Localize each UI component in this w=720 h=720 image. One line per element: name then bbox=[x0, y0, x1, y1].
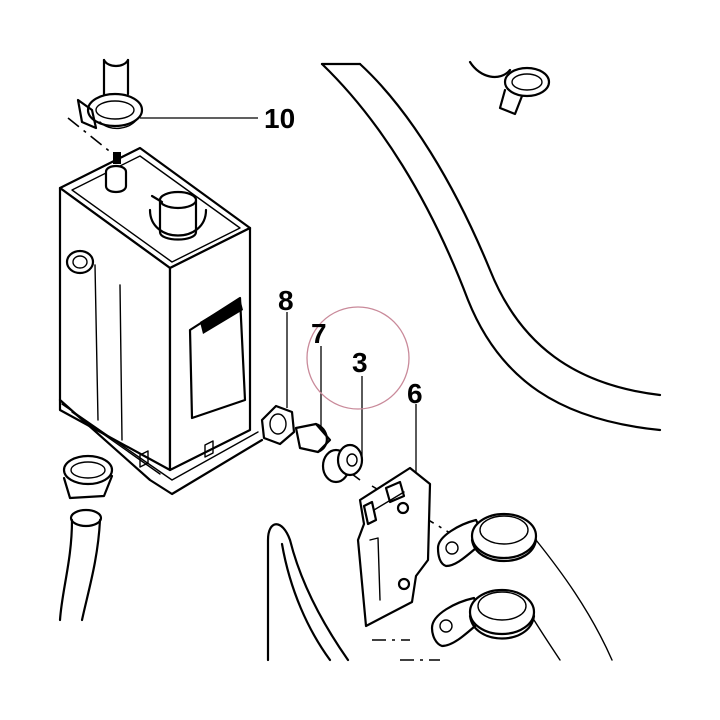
p-clamp-lower bbox=[430, 588, 561, 661]
callout-part-3: 3 bbox=[352, 347, 368, 378]
p-clamp-upper bbox=[436, 512, 613, 661]
callout-part-6: 6 bbox=[407, 378, 423, 409]
mounting-bracket bbox=[356, 466, 432, 628]
highlight-circle bbox=[306, 306, 410, 410]
bottom-hose-with-clamp bbox=[58, 454, 114, 622]
body-panel-outline bbox=[320, 62, 662, 432]
top-right-hose-clamp bbox=[468, 60, 551, 116]
leader-lines bbox=[140, 117, 417, 472]
rubber-grommet bbox=[321, 443, 364, 484]
charcoal-canister bbox=[58, 146, 264, 496]
hex-nut bbox=[260, 404, 296, 446]
top-hose-with-clamp bbox=[76, 58, 144, 130]
callout-part-7: 7 bbox=[311, 318, 327, 349]
lower-shield-panel bbox=[266, 523, 350, 662]
spacer-bushing bbox=[294, 422, 332, 454]
callout-part-10: 10 bbox=[264, 103, 295, 134]
callout-part-8: 8 bbox=[278, 285, 294, 316]
